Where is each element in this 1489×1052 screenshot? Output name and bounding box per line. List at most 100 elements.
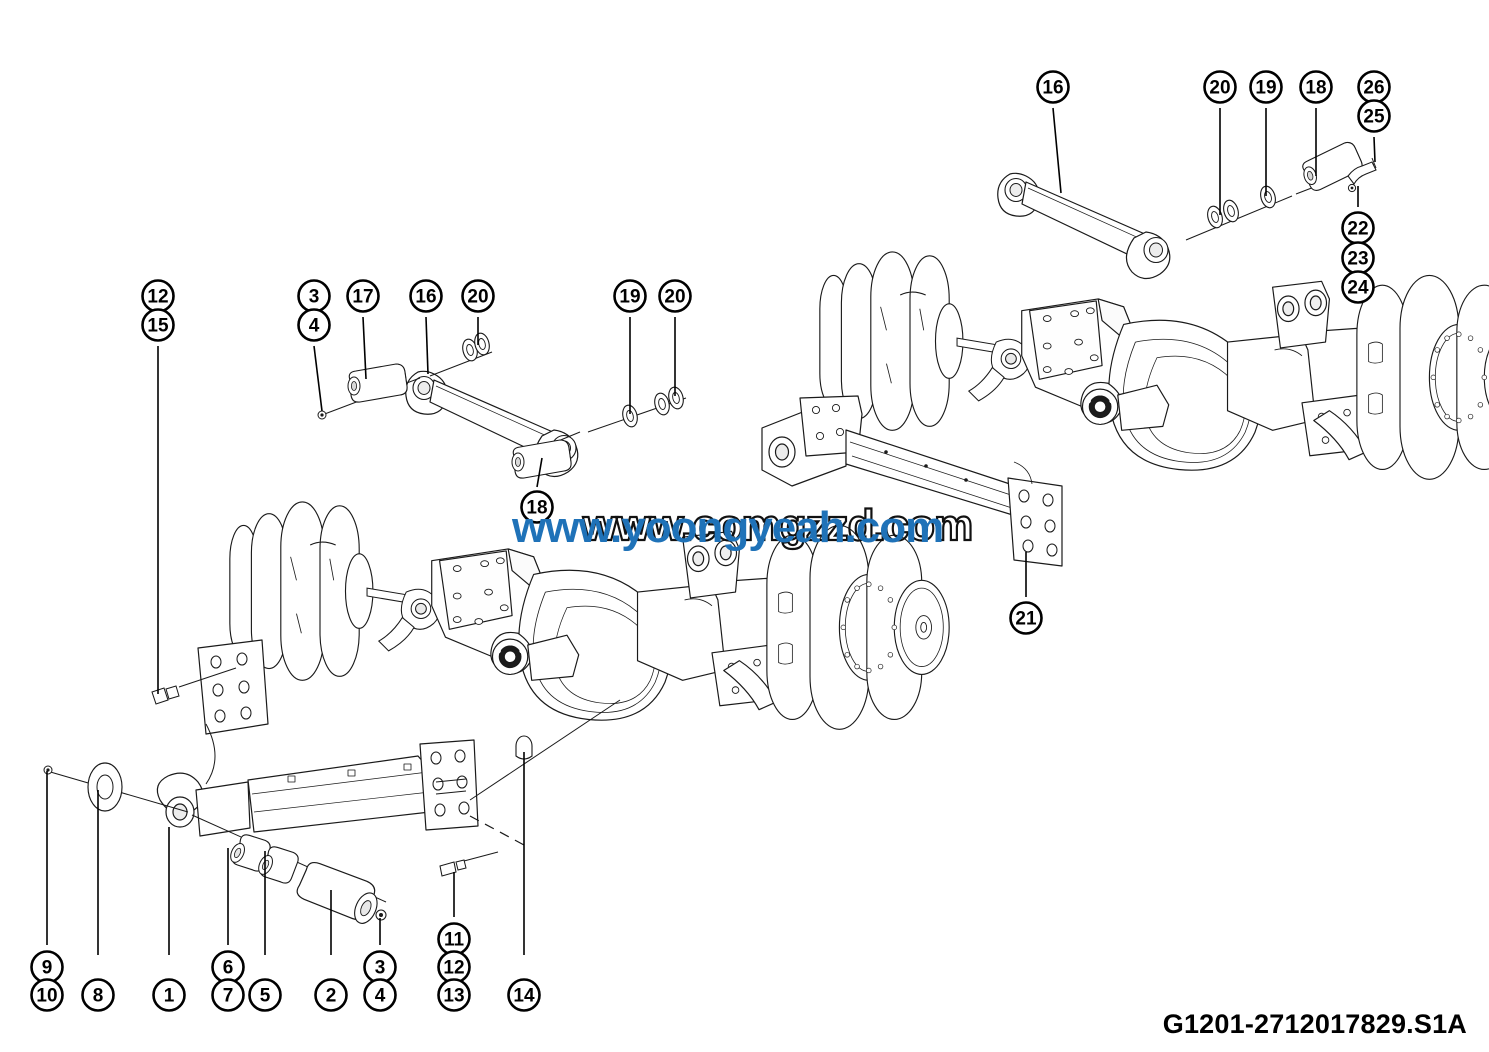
callout-label: 19 (1255, 78, 1276, 99)
torque-rod-upper-right (997, 172, 1171, 280)
callout-balloon-16[interactable]: 16 (1036, 70, 1070, 104)
callout-label: 20 (664, 287, 685, 308)
callout-label: 3 (375, 958, 386, 979)
callout-circle (1341, 270, 1375, 304)
v-stay-beam (761, 395, 1063, 567)
callout-circle (658, 279, 692, 313)
callout-balloon-7[interactable]: 7 (211, 978, 245, 1012)
callout-circle (314, 978, 348, 1012)
callout-leader-16 (425, 316, 429, 375)
callout-label: 10 (36, 986, 57, 1007)
callout-circle (437, 978, 471, 1012)
callout-balloon-25[interactable]: 25 (1357, 99, 1391, 133)
callout-balloon-20[interactable]: 20 (658, 279, 692, 313)
callout-circle (30, 978, 64, 1012)
callout-balloon-19[interactable]: 19 (1249, 70, 1283, 104)
callout-label: 16 (415, 287, 436, 308)
callout-balloon-18[interactable]: 18 (1299, 70, 1333, 104)
callout-label: 14 (513, 986, 535, 1007)
callout-label: 2 (326, 986, 337, 1007)
callout-label: 20 (1209, 78, 1230, 99)
callout-balloon-6[interactable]: 6 (211, 950, 245, 984)
callout-circle (461, 279, 495, 313)
callout-balloon-10[interactable]: 10 (30, 978, 64, 1012)
callout-label: 19 (619, 287, 640, 308)
callout-circle (613, 279, 647, 313)
callout-circle (152, 978, 186, 1012)
callout-label: 4 (309, 316, 320, 337)
callout-balloon-3[interactable]: 3 (297, 279, 331, 313)
callout-balloon-26[interactable]: 26 (1357, 70, 1391, 104)
callout-leader-4 (313, 345, 323, 412)
callout-balloon-16[interactable]: 16 (409, 279, 443, 313)
callout-circle (1249, 70, 1283, 104)
callout-balloon-12[interactable]: 12 (437, 950, 471, 984)
callout-circle (1203, 70, 1237, 104)
callout-circle (1036, 70, 1070, 104)
callout-label: 25 (1363, 107, 1385, 128)
callout-balloon-5[interactable]: 5 (248, 978, 282, 1012)
callout-balloon-2[interactable]: 2 (314, 978, 348, 1012)
callout-label: 4 (375, 986, 386, 1007)
callout-label: 21 (1015, 609, 1037, 630)
callout-balloon-4[interactable]: 4 (297, 308, 331, 342)
callout-balloon-18[interactable]: 18 (520, 490, 554, 524)
callout-balloon-20[interactable]: 20 (1203, 70, 1237, 104)
axle-assembly-lower-left (229, 501, 950, 730)
callout-circle (211, 978, 245, 1012)
callout-label: 18 (1305, 78, 1326, 99)
callout-balloon-1[interactable]: 1 (152, 978, 186, 1012)
callout-balloon-3[interactable]: 3 (363, 950, 397, 984)
callout-balloon-12[interactable]: 12 (141, 279, 175, 313)
callout-balloon-9[interactable]: 9 (30, 950, 64, 984)
callout-balloon-21[interactable]: 21 (1009, 601, 1043, 635)
callout-circle (346, 279, 380, 313)
callout-label: 18 (526, 498, 547, 519)
callout-circle (297, 308, 331, 342)
callout-balloon-22[interactable]: 22 (1341, 211, 1375, 245)
callout-balloon-23[interactable]: 23 (1341, 241, 1375, 275)
callout-leader-25 (1373, 136, 1376, 163)
callout-label: 1 (164, 986, 175, 1007)
callout-label: 7 (223, 986, 234, 1007)
callout-circle (507, 978, 541, 1012)
callout-leader-18 (536, 457, 543, 488)
callout-label: 17 (352, 287, 373, 308)
callout-label: 11 (444, 930, 465, 951)
callout-label: 20 (467, 287, 488, 308)
drawing-number: G1201-2712017829.S1A (1162, 1009, 1467, 1039)
v-stay-beam-lower (156, 639, 479, 837)
callout-label: 16 (1042, 78, 1063, 99)
callout-circle (248, 978, 282, 1012)
hardware-lower-left (43, 699, 621, 924)
callout-balloon-8[interactable]: 8 (81, 978, 115, 1012)
callout-label: 12 (443, 958, 464, 979)
callout-circle (1357, 99, 1391, 133)
callout-circle (81, 978, 115, 1012)
callout-label: 8 (93, 986, 104, 1007)
callout-balloon-4[interactable]: 4 (363, 978, 397, 1012)
callout-label: 5 (260, 986, 271, 1007)
callout-circle (363, 978, 397, 1012)
callout-balloon-14[interactable]: 14 (507, 978, 541, 1012)
callout-label: 26 (1363, 78, 1384, 99)
hardware-top-right (1185, 139, 1377, 241)
callout-balloon-20[interactable]: 20 (461, 279, 495, 313)
callout-circle (141, 308, 175, 342)
callout-balloon-17[interactable]: 17 (346, 279, 380, 313)
hardware-pin-12-15 (151, 667, 237, 705)
callout-label: 3 (309, 287, 320, 308)
callout-circle (1009, 601, 1043, 635)
callout-balloon-15[interactable]: 15 (141, 308, 175, 342)
callout-balloon-13[interactable]: 13 (437, 978, 471, 1012)
callout-label: 23 (1347, 249, 1368, 270)
axle-assembly-upper-right (819, 251, 1489, 480)
callout-balloon-24[interactable]: 24 (1341, 270, 1375, 304)
callout-balloon-19[interactable]: 19 (613, 279, 647, 313)
callout-balloon-11[interactable]: 11 (437, 922, 471, 956)
callout-label: 6 (223, 958, 234, 979)
callout-leader-17 (362, 316, 367, 380)
